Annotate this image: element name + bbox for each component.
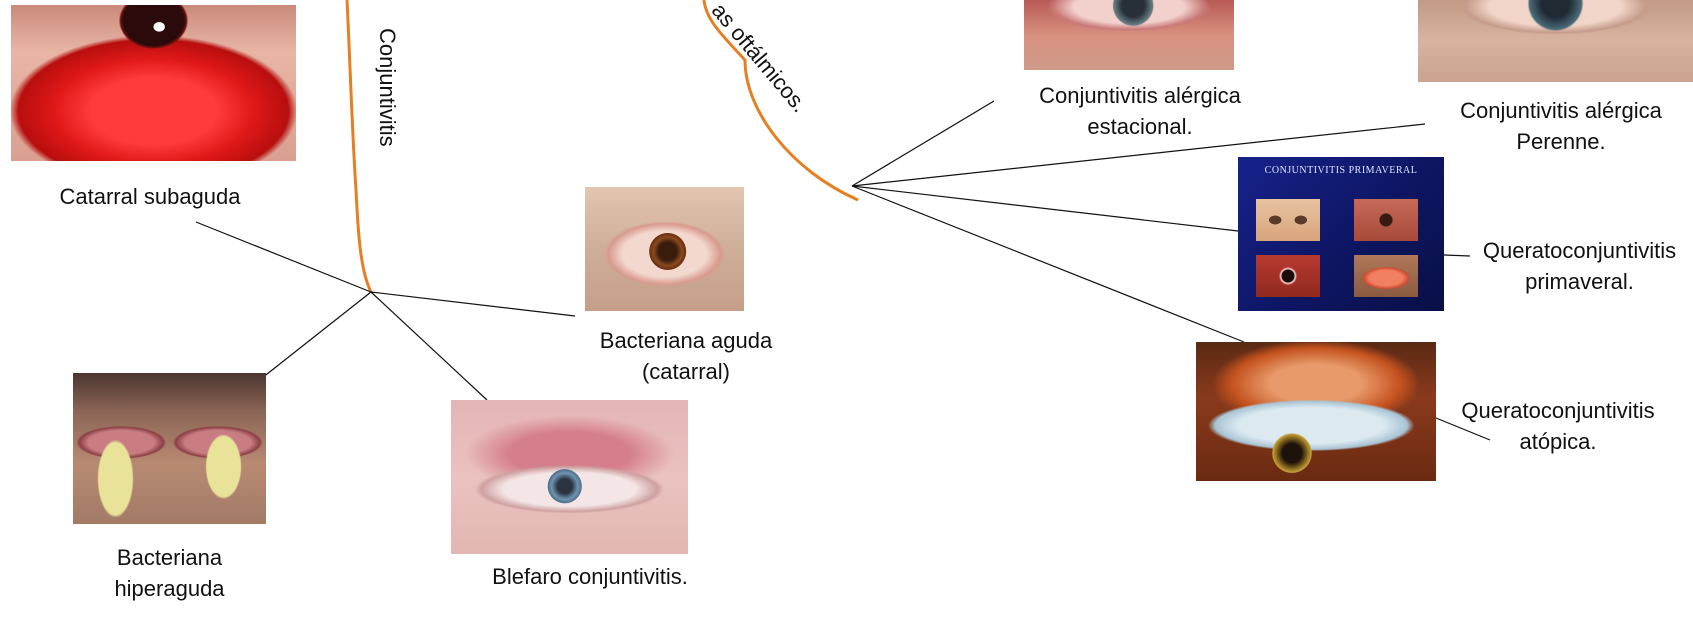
primaveral-image-title: CONJUNTIVITIS PRIMAVERAL bbox=[1238, 165, 1444, 176]
queratoconjuntivitis-primaveral-photo: CONJUNTIVITIS PRIMAVERAL bbox=[1238, 157, 1444, 311]
branch-curve-conjuntivitis bbox=[347, 0, 371, 292]
label-line: Bacteriana bbox=[73, 542, 266, 573]
alergica-perenne-photo bbox=[1418, 0, 1693, 82]
primaveral-tile bbox=[1256, 199, 1320, 241]
label-line: estacional. bbox=[1010, 111, 1270, 142]
catarral-subaguda-photo bbox=[11, 5, 296, 161]
queratoconjuntivitis-atopica-photo bbox=[1196, 342, 1436, 481]
primaveral-tile bbox=[1354, 255, 1418, 297]
bacteriana-hiperaguda-photo bbox=[73, 373, 266, 524]
label-queratoconjuntivitis-atopica: Queratoconjuntivitis atópica. bbox=[1438, 395, 1678, 457]
label-queratoconjuntivitis-primaveral: Queratoconjuntivitis primaveral. bbox=[1466, 235, 1693, 297]
primaveral-tile bbox=[1256, 255, 1320, 297]
label-bacteriana-aguda: Bacteriana aguda (catarral) bbox=[570, 325, 802, 387]
connector-catarral-subaguda bbox=[196, 222, 371, 292]
blefaro-photo bbox=[451, 400, 688, 554]
connector-bacteriana-aguda bbox=[371, 292, 575, 316]
label-bacteriana-hiperaguda: Bacteriana hiperaguda bbox=[73, 542, 266, 604]
connector-bacteriana-hiperaguda bbox=[262, 292, 371, 378]
label-line: Queratoconjuntivitis bbox=[1466, 235, 1693, 266]
connector-blefaro bbox=[371, 292, 487, 400]
alergica-estacional-photo bbox=[1024, 0, 1234, 70]
label-line: Perenne. bbox=[1432, 126, 1690, 157]
primaveral-tile bbox=[1354, 199, 1418, 241]
label-line: primaveral. bbox=[1466, 266, 1693, 297]
label-line: (catarral) bbox=[570, 356, 802, 387]
label-line: Bacteriana aguda bbox=[570, 325, 802, 356]
label-blefaro: Blefaro conjuntivitis. bbox=[455, 561, 725, 592]
label-line: hiperaguda bbox=[73, 573, 266, 604]
label-line: Conjuntivitis alérgica bbox=[1010, 80, 1270, 111]
bacteriana-aguda-photo bbox=[585, 187, 744, 311]
label-line: Conjuntivitis alérgica bbox=[1432, 95, 1690, 126]
label-alergica-estacional: Conjuntivitis alérgica estacional. bbox=[1010, 80, 1270, 142]
label-line: atópica. bbox=[1438, 426, 1678, 457]
label-line: Queratoconjuntivitis bbox=[1438, 395, 1678, 426]
label-catarral-subaguda: Catarral subaguda bbox=[30, 181, 270, 212]
branch-label-conjuntivitis: Conjuntivitis bbox=[374, 28, 400, 147]
label-alergica-perenne: Conjuntivitis alérgica Perenne. bbox=[1432, 95, 1690, 157]
